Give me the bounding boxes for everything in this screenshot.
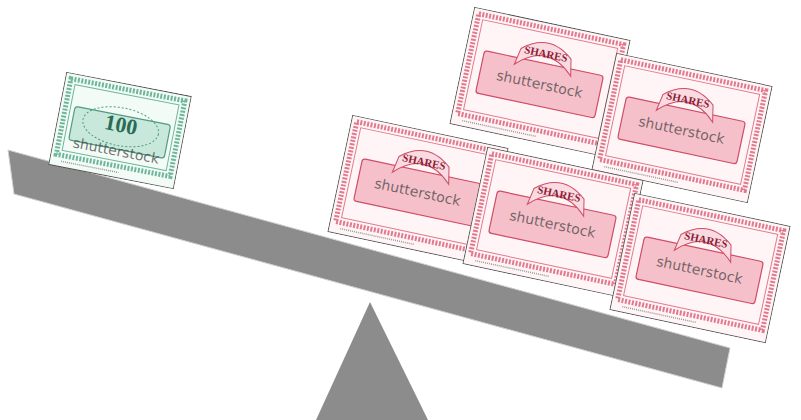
guilloche-border — [471, 154, 637, 285]
guilloche-border — [618, 200, 784, 331]
certificate-paper — [49, 72, 192, 189]
guilloche-border — [458, 14, 624, 145]
certificate-paper — [610, 193, 790, 342]
guilloche-border — [600, 60, 766, 191]
fine-print — [61, 161, 118, 172]
fine-print — [475, 261, 549, 277]
fine-print — [462, 121, 536, 137]
share-certificate: SHARESshutterstock — [609, 193, 790, 344]
seesaw-fulcrum — [316, 302, 428, 420]
fine-print — [340, 229, 414, 245]
certificate-paper — [463, 147, 643, 296]
fine-print — [622, 307, 696, 323]
